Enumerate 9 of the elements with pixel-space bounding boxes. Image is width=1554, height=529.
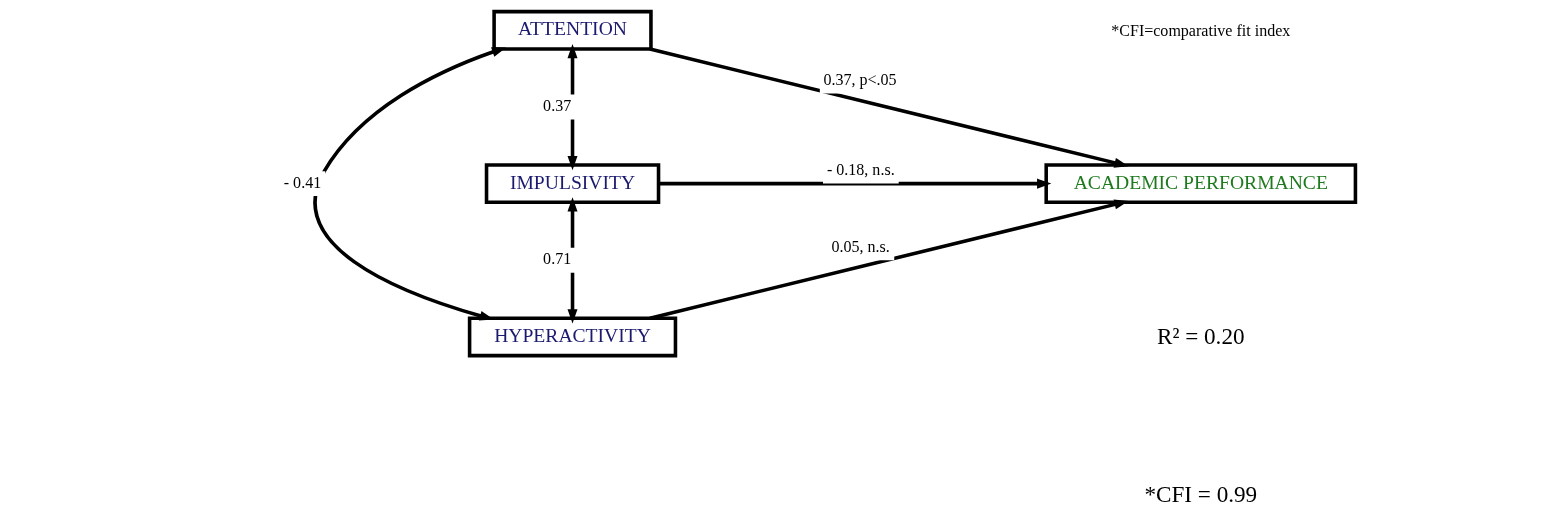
edge-label: - 0.41 [283,173,321,191]
edge-label: 0.71 [542,250,571,268]
edge-label: 0.05, n.s. [830,237,890,255]
edge-label: 0.37, p<.05 [822,71,897,89]
edge-label: 0.37 [542,96,571,114]
label: R² = 0.20 [1156,323,1245,350]
label: *CFI = 0.99 [1143,481,1257,508]
edge-label: - 0.18, n.s. [826,161,895,179]
label: *CFI=comparative fit index [1110,22,1290,40]
